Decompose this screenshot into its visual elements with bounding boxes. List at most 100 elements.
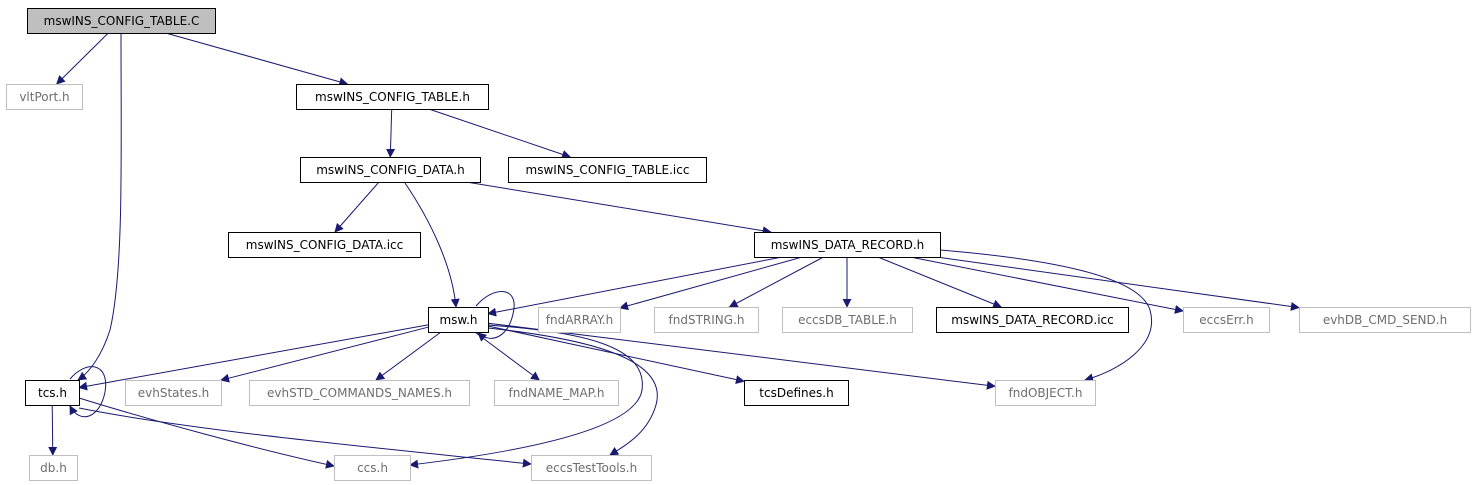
node-label: eccsDB_TABLE.h [798, 313, 897, 327]
node-label: mswINS_CONFIG_DATA.icc [246, 238, 403, 252]
node-label: db.h [40, 461, 67, 475]
node-box [531, 455, 652, 481]
edge-path [56, 32, 109, 85]
node-label: tcs.h [38, 386, 67, 400]
node-label: fndARRAY.h [546, 313, 613, 327]
edge-dataRecordH-to-msw [487, 256, 783, 317]
node-box [228, 232, 421, 258]
node-label: mswINS_CONFIG_TABLE.C [44, 14, 200, 28]
edge-cfgDataH-to-cfgDataIcc [334, 181, 380, 233]
node-box [654, 307, 759, 333]
node-box [300, 157, 481, 183]
edge-path [487, 327, 658, 456]
edge-path [474, 331, 540, 381]
edge-root-to-vltPort [56, 32, 109, 85]
node-cfgDataH[interactable]: mswINS_CONFIG_DATA.h [300, 157, 481, 183]
node-eccsDbTable: eccsDB_TABLE.h [782, 307, 913, 333]
node-label: msw.h [439, 313, 477, 327]
edge-msw-to-evhStates [220, 326, 429, 383]
node-tcsDefines[interactable]: tcsDefines.h [744, 380, 849, 406]
node-box [27, 8, 216, 34]
node-dataRecordH[interactable]: mswINS_DATA_RECORD.h [754, 232, 941, 258]
node-label: tcsDefines.h [759, 386, 833, 400]
node-fndArray: fndARRAY.h [538, 307, 621, 333]
node-box [249, 380, 470, 406]
node-label: eccsTestTools.h [546, 461, 637, 475]
node-box [1299, 307, 1471, 333]
edge-path [939, 249, 1153, 383]
node-fndString: fndSTRING.h [654, 307, 759, 333]
node-label: ccs.h [357, 461, 388, 475]
node-evhStdCmd: evhSTD_COMMANDS_NAMES.h [249, 380, 470, 406]
edge-cfgTableH-to-cfgDataH [386, 108, 396, 158]
edge-path [877, 256, 1003, 309]
edge-root-to-tcs [77, 33, 122, 381]
node-label: mswINS_DATA_RECORD.icc [951, 313, 1113, 327]
node-vltPort: vltPort.h [6, 84, 83, 110]
node-box [494, 380, 619, 406]
edge-path [728, 256, 824, 308]
node-label: mswINS_CONFIG_TABLE.icc [526, 163, 690, 177]
edges-layer [48, 32, 1300, 469]
edge-path [78, 407, 532, 468]
edge-path [409, 324, 643, 469]
edge-msw-to-msw [475, 291, 515, 342]
edge-msw-to-eccsTestTools [487, 327, 658, 456]
edge-path [404, 182, 460, 308]
edge-path [334, 181, 380, 233]
edge-path [165, 32, 349, 87]
edge-msw-to-ccs [409, 324, 643, 469]
edge-path [220, 326, 429, 383]
node-evhDbCmd: evhDB_CMD_SEND.h [1299, 307, 1471, 333]
node-box [296, 84, 489, 110]
node-box [334, 455, 411, 481]
edge-path [619, 256, 803, 311]
node-eccsTestTools: eccsTestTools.h [531, 455, 652, 481]
edge-path [487, 322, 996, 390]
edge-path [428, 108, 572, 159]
edge-dataRecordH-to-fndString [728, 256, 824, 308]
edge-path [78, 324, 429, 391]
node-box [538, 307, 621, 333]
node-box [428, 307, 489, 333]
node-cfgTableIcc[interactable]: mswINS_CONFIG_TABLE.icc [508, 157, 707, 183]
node-label: mswINS_DATA_RECORD.h [771, 238, 925, 252]
node-label: evhStates.h [138, 386, 210, 400]
edge-dataRecordH-to-fndObject [939, 249, 1153, 383]
node-tcs[interactable]: tcs.h [25, 380, 80, 406]
node-dataRecordIcc[interactable]: mswINS_DATA_RECORD.icc [936, 307, 1129, 333]
node-label: evhDB_CMD_SEND.h [1323, 313, 1447, 327]
node-ccs: ccs.h [334, 455, 411, 481]
nodes-layer: mswINS_CONFIG_TABLE.C vltPort.h mswINS_CON… [6, 8, 1471, 481]
node-box [29, 455, 78, 481]
edge-msw-to-fndNameMap [474, 331, 540, 381]
node-label: fndNAME_MAP.h [509, 386, 605, 400]
node-label: mswINS_CONFIG_DATA.h [316, 163, 465, 177]
edge-path [48, 404, 58, 456]
node-msw[interactable]: msw.h [428, 307, 489, 333]
edge-dataRecordH-to-eccsErr [910, 256, 1184, 314]
edge-path [78, 397, 335, 469]
edge-root-to-cfgTableH [165, 32, 349, 87]
node-box [744, 380, 849, 406]
edge-cfgDataH-to-dataRecordH [466, 181, 772, 236]
edge-path [69, 366, 107, 418]
edge-dataRecordH-to-dataRecordIcc [877, 256, 1003, 309]
node-fndNameMap: fndNAME_MAP.h [494, 380, 619, 406]
edge-path [475, 291, 515, 342]
node-box [782, 307, 913, 333]
node-cfgDataIcc[interactable]: mswINS_CONFIG_DATA.icc [228, 232, 421, 258]
edge-path [487, 256, 783, 317]
node-label: eccsErr.h [1199, 313, 1253, 327]
edge-path [386, 108, 396, 158]
node-box [754, 232, 941, 258]
node-evhStates: evhStates.h [125, 380, 222, 406]
edge-tcs-to-db [48, 404, 58, 456]
edge-dataRecordH-to-fndArray [619, 256, 803, 311]
node-box [125, 380, 222, 406]
node-cfgTableH[interactable]: mswINS_CONFIG_TABLE.h [296, 84, 489, 110]
edge-path [77, 33, 122, 381]
node-label: mswINS_CONFIG_TABLE.h [315, 90, 470, 104]
node-db: db.h [29, 455, 78, 481]
